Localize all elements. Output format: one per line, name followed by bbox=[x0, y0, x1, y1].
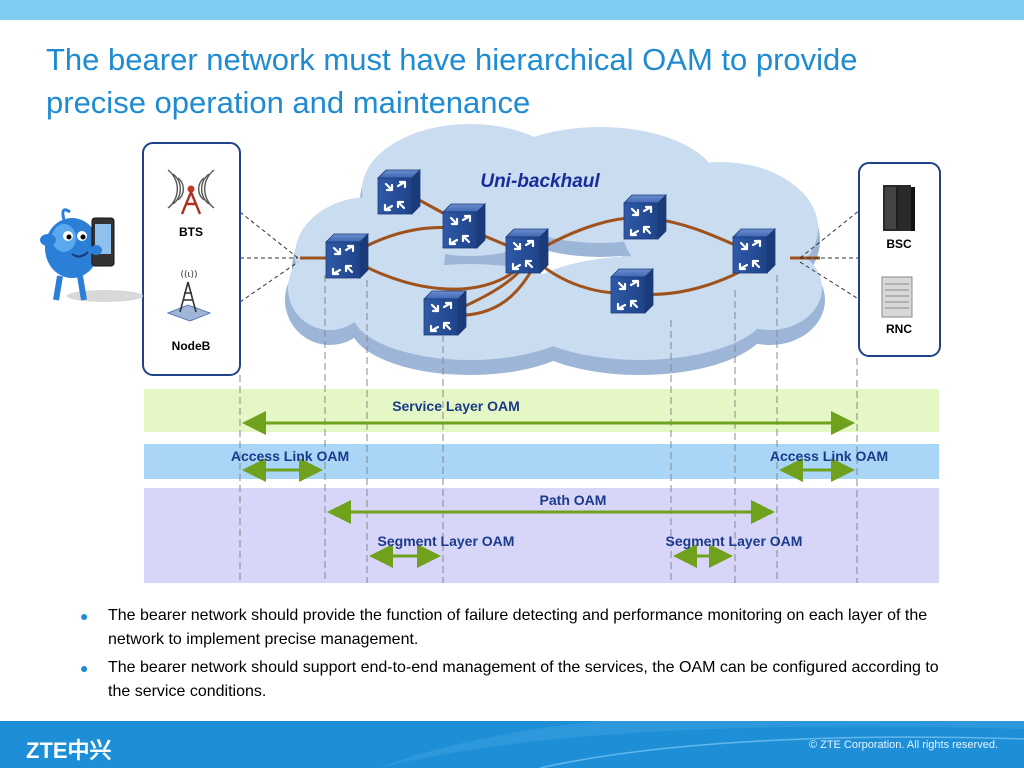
zte-logo: ZTE中兴 bbox=[26, 738, 112, 763]
svg-text:((ι)): ((ι)) bbox=[180, 270, 197, 280]
footer-bar: ZTE中兴 © ZTE Corporation. All rights rese… bbox=[0, 721, 1024, 768]
router-8 bbox=[731, 227, 777, 275]
rnc-label: RNC bbox=[886, 322, 912, 336]
rnc-server-icon bbox=[881, 276, 913, 318]
footer-curve-decoration bbox=[380, 721, 1024, 768]
service-layer-label: Service Layer OAM bbox=[392, 398, 520, 414]
router-2 bbox=[376, 168, 422, 216]
path-oam-label: Path OAM bbox=[540, 492, 607, 508]
segment-left-label: Segment Layer OAM bbox=[378, 533, 515, 549]
service-layer-band bbox=[144, 389, 939, 432]
title-line-1: The bearer network must have hierarchica… bbox=[46, 42, 858, 77]
left-device-box: BTS ((ι)) NodeB bbox=[142, 142, 241, 376]
segment-right-label: Segment Layer OAM bbox=[666, 533, 803, 549]
bullet-item: ● The bearer network should support end-t… bbox=[78, 656, 958, 704]
title-line-2: precise operation and maintenance bbox=[46, 85, 531, 120]
bsc-label: BSC bbox=[886, 237, 912, 251]
router-6 bbox=[622, 193, 668, 241]
bsc-server-icon bbox=[883, 185, 915, 231]
slide-title: The bearer network must have hierarchica… bbox=[46, 38, 1006, 124]
bullet-dot-icon: ● bbox=[80, 660, 89, 676]
router-1 bbox=[324, 232, 370, 280]
oam-diagram: Uni-backhaul bbox=[40, 124, 941, 583]
dashed-connectors bbox=[239, 209, 861, 303]
router-7 bbox=[609, 267, 655, 315]
bts-icon bbox=[167, 169, 215, 215]
bts-label: BTS bbox=[179, 225, 203, 239]
bullet-text: The bearer network should support end-to… bbox=[108, 659, 939, 700]
oam-arrows bbox=[242, 411, 855, 568]
nodeb-icon: ((ι)) bbox=[166, 270, 212, 322]
cloud-label: Uni-backhaul bbox=[480, 171, 600, 192]
access-left-label: Access Link OAM bbox=[231, 448, 349, 464]
router-3 bbox=[441, 202, 487, 250]
router-5 bbox=[422, 289, 468, 337]
access-right-label: Access Link OAM bbox=[770, 448, 888, 464]
bullet-item: ● The bearer network should provide the f… bbox=[78, 604, 958, 652]
bullet-dot-icon: ● bbox=[80, 608, 89, 624]
bullet-text: The bearer network should provide the fu… bbox=[108, 607, 928, 648]
top-accent-bar bbox=[0, 0, 1024, 20]
nodeb-label: NodeB bbox=[172, 339, 211, 353]
router-4 bbox=[504, 227, 550, 275]
copyright-text: © ZTE Corporation. All rights reserved. bbox=[808, 739, 998, 751]
bullet-list: ● The bearer network should provide the f… bbox=[78, 604, 958, 708]
right-device-box: BSC RNC bbox=[858, 162, 941, 357]
mascot-user-icon bbox=[40, 208, 143, 302]
